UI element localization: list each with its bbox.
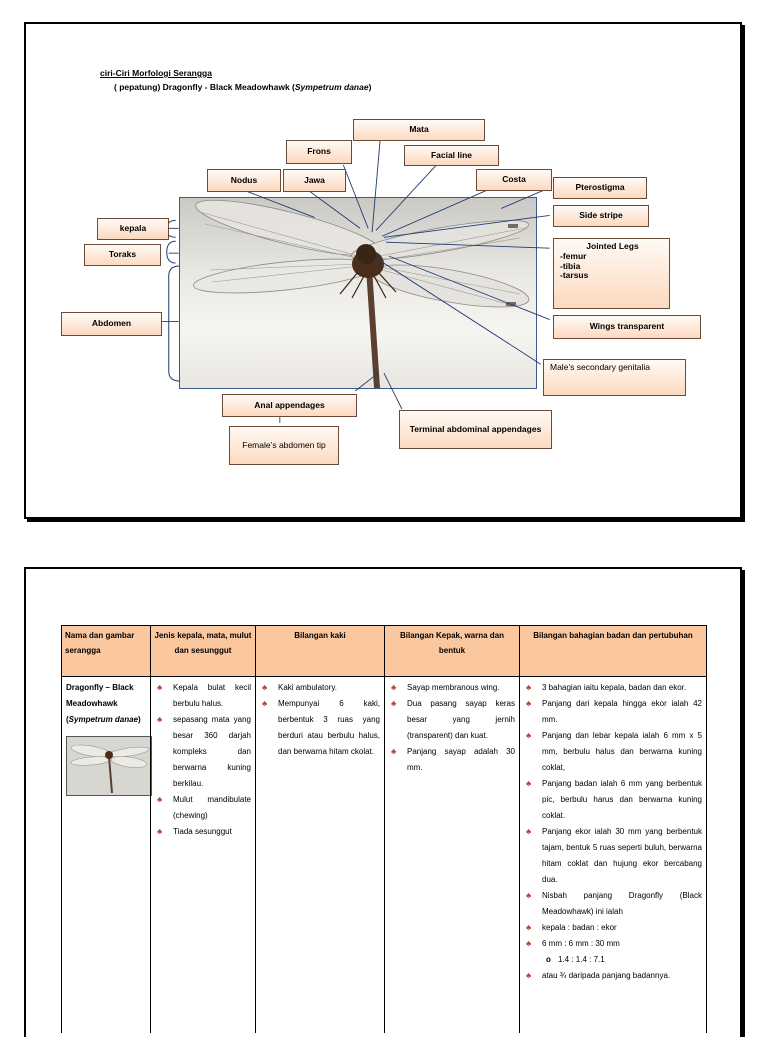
label-pterostigma: Pterostigma [553,177,647,199]
list-item: Panjang sayap adalah 30 mm. [389,744,515,776]
list-item: Dua pasang sayap keras besar yang jernih… [389,696,515,744]
label-toraks: Toraks [84,244,161,266]
insect-name: Dragonfly – Black Meadowhawk (Sympetrum … [66,683,141,724]
leg-part-tarsus: -tarsus [560,270,589,281]
cell-body-parts: 3 bahagian iaitu kepala, badan dan ekor.… [519,676,707,1033]
label-costa: Costa [476,169,552,191]
list-item: Sayap membranous wing. [389,680,515,696]
list-item: Panjang ekor ialah 30 mm yang berbentuk … [524,824,702,888]
label-side-stripe: Side stripe [553,205,649,227]
list-subitem: 1.4 : 1.4 : 7.1 [524,952,702,968]
cell-insect-name: Dragonfly – Black Meadowhawk (Sympetrum … [61,676,152,1033]
list-item: atau ¾ daripada panjang badannya. [524,968,702,984]
cell-wings: Sayap membranous wing. Dua pasang sayap … [384,676,520,1033]
jointed-legs-title: Jointed Legs [586,241,639,251]
dragonfly-photo [179,197,537,389]
leg-part-tibia: -tibia [560,260,581,271]
dragonfly-thumbnail [66,736,152,796]
label-mata: Mata [353,119,485,141]
label-female-abdomen-tip: Female’s abdomen tip [229,426,339,465]
list-item: Mempunyai 6 kaki, berbentuk 3 ruas yang … [260,696,380,760]
header-bilangan-kepak: Bilangan Kepak, warna dan bentuk [384,625,520,677]
list-item: kepala : badan : ekor [524,920,702,936]
list-item: Panjang badan ialah 6 mm yang berbentuk … [524,776,702,824]
label-male-secondary-genitalia: Male’s secondary genitalia [543,359,686,396]
list-item: Tiada sesunggut [155,824,251,840]
diagram-page: ciri-Ciri Morfologi Serangga ( pepatung)… [24,22,742,519]
label-jawa: Jawa [283,169,346,192]
diagram-subtitle: ( pepatung) Dragonfly - Black Meadowhawk… [114,82,372,92]
header-nama: Nama dan gambar serangga [61,625,151,677]
list-item: 3 bahagian iaitu kepala, badan dan ekor. [524,680,702,696]
label-kepala: kepala [97,218,169,240]
list-item: 6 mm : 6 mm : 30 mm [524,936,702,952]
label-terminal-abdominal-appendages: Terminal abdominal appendages [399,410,552,449]
list-item: Panjang dari kepala hingga ekor ialah 42… [524,696,702,728]
cell-head-type: Kepala bulat kecil berbulu halus. sepasa… [150,676,256,1033]
list-item: Kepala bulat kecil berbulu halus. [155,680,251,712]
label-frons: Frons [286,140,352,164]
label-wings-transparent: Wings transparent [553,315,701,339]
leg-part-femur: -femur [560,250,587,261]
label-jointed-legs: Jointed Legs -femur -tibia -tarsus [553,238,670,309]
cell-legs: Kaki ambulatory. Mempunyai 6 kaki, berbe… [255,676,385,1033]
diagram-title: ciri-Ciri Morfologi Serangga [100,68,212,78]
table-header-row: Nama dan gambar serangga Jenis kepala, m… [61,625,707,677]
label-facial-line: Facial line [404,145,499,166]
table-row: Dragonfly – Black Meadowhawk (Sympetrum … [61,676,707,1033]
label-anal-appendages: Anal appendages [222,394,357,417]
header-bilangan-bahagian: Bilangan bahagian badan dan pertubuhan [519,625,707,677]
morphology-table: Nama dan gambar serangga Jenis kepala, m… [61,625,707,1033]
table-page: Nama dan gambar serangga Jenis kepala, m… [24,567,742,1037]
list-item: sepasang mata yang besar 360 darjah komp… [155,712,251,792]
label-nodus: Nodus [207,169,281,192]
header-jenis-kepala: Jenis kepala, mata, mulut dan sesunggut [150,625,256,677]
list-item: Nisbah panjang Dragonfly (Black Meadowha… [524,888,702,920]
header-bilangan-kaki: Bilangan kaki [255,625,385,677]
list-item: Mulut mandibulate (chewing) [155,792,251,824]
label-abdomen: Abdomen [61,312,162,336]
list-item: Panjang dan lebar kepala ialah 6 mm x 5 … [524,728,702,776]
dragonfly-illustration [193,199,530,388]
list-item: Kaki ambulatory. [260,680,380,696]
